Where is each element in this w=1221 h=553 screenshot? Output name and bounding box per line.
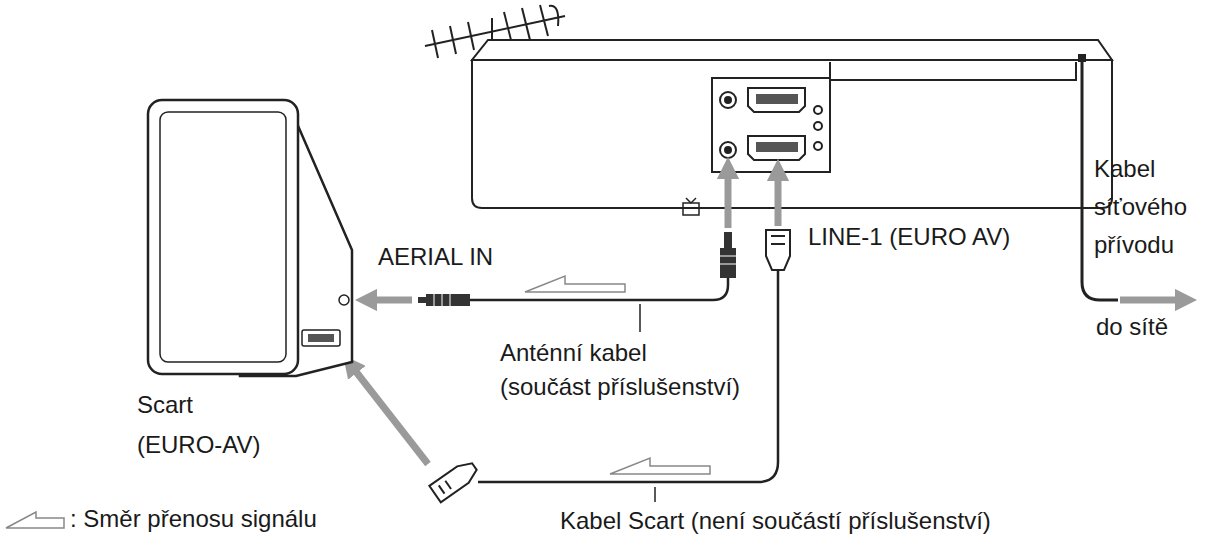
signal-arrow [366,297,412,304]
legend-text: : Směr přenosu signálu [70,505,317,532]
leader-line [639,304,641,332]
signal-arrow [350,364,428,464]
legend-arrow [6,512,64,528]
connector-label: LINE-1 (EURO AV) [808,222,1010,252]
aerial-plug [418,294,470,306]
cable-label: Kabel síťového přívodu [1094,150,1206,264]
television [148,100,352,376]
connector-label: Scart (EURO-AV) [137,385,269,465]
signal-arrow [725,168,732,228]
cable-label: Kabel Scart (není součástí příslušenství… [560,506,991,536]
scart-plug [766,230,790,270]
signal-arrow [1120,297,1186,304]
scart-cable [478,270,778,482]
direction-arrow [610,458,710,474]
cord-tab [1078,54,1086,62]
antenna-cable-plug [720,232,736,278]
cable-label: Anténní kabel (součást příslušenství) [500,336,768,404]
destination-label: do sítě [1096,312,1168,342]
input-label: AERIAL IN [378,242,493,272]
direction-arrow [525,276,625,292]
legend-entry: : Směr přenosu signálu [70,504,317,534]
leader-line [654,487,656,502]
scart-plug [429,458,480,502]
signal-arrow [775,170,782,226]
tv-symbol [683,198,699,215]
video-recorder [472,40,1112,208]
